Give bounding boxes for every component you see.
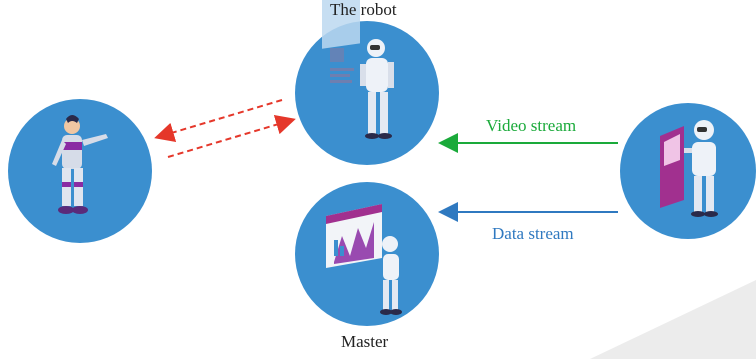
master-label: Master	[341, 332, 389, 351]
corner-watermark	[590, 280, 756, 359]
robot-statistics-icon	[295, 182, 439, 326]
video-stream-label: Video stream	[486, 116, 577, 135]
command-arrow-left	[154, 99, 283, 143]
command-arrow-right	[167, 114, 296, 158]
human-operator-icon	[8, 99, 152, 243]
robot-holographic-icon	[295, 0, 439, 165]
data-stream-label: Data stream	[492, 224, 574, 243]
robot-terminal-icon	[620, 103, 756, 239]
robot-label: The robot	[330, 0, 397, 19]
